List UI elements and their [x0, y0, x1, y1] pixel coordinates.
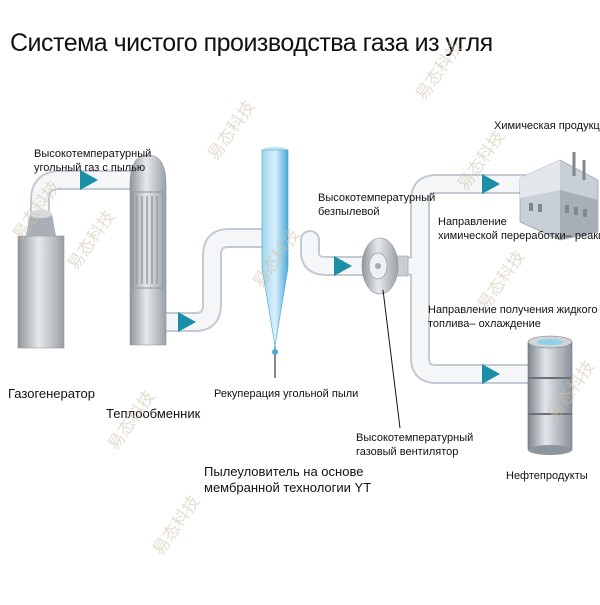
membrane-dust-collector	[261, 147, 289, 355]
heat-exchanger	[129, 154, 167, 346]
heat-exchanger-label: Теплообменник	[106, 406, 201, 421]
label-line: безпылевой	[318, 205, 380, 218]
flow-arrow-icon	[178, 312, 196, 332]
dust-recovery-label: Рекуперация угольной пыли	[214, 388, 359, 400]
fan-label: Высокотемпературный газовый вентилятор	[356, 432, 473, 460]
hot-dusty-gas-label: Высокотемпературный угольный газ с пылью	[34, 148, 151, 176]
diagram-title: Система чистого производства газа из угл…	[10, 29, 493, 57]
label-line: топлива– охлаждение	[428, 317, 541, 330]
label-line: Направление получения жидкого	[428, 304, 598, 316]
label-line: Пылеуловитель на основе	[204, 464, 364, 479]
label-line: Высокотемпературный	[34, 148, 152, 160]
gasifier-label: Газогенератор	[8, 386, 95, 401]
fuel-direction-label: Направление получения жидкого топлива– о…	[428, 304, 597, 332]
oil-drum	[527, 335, 573, 455]
chemical-direction-label: Направление химической переработки– реак…	[438, 216, 600, 244]
flow-arrow-icon	[482, 174, 500, 194]
flow-arrow-icon	[80, 170, 98, 190]
dust-collector-label: Пылеуловитель на основе мембранной техно…	[204, 464, 371, 497]
label-line: Направление	[438, 216, 507, 228]
hot-dustfree-gas-label: Высокотемпературный безпылевой	[318, 192, 435, 220]
label-line: Высокотемпературный	[356, 432, 474, 444]
gasifier	[17, 210, 65, 349]
oil-products-label: Нефтепродукты	[506, 470, 588, 482]
high-temp-fan	[361, 237, 409, 295]
flow-arrows	[80, 170, 500, 384]
pipe-network	[30, 170, 540, 384]
label-line: химической переработки– реакция	[438, 229, 600, 242]
flow-arrow-icon	[334, 256, 352, 276]
chemical-plant	[519, 152, 599, 241]
label-line: Высокотемпературный	[318, 192, 436, 204]
label-line: угольный газ с пылью	[34, 161, 146, 174]
flow-arrow-icon	[482, 364, 500, 384]
chemical-products-label: Химическая продукция	[494, 120, 600, 132]
leader-lines	[274, 289, 401, 429]
label-line: газовый вентилятор	[356, 445, 459, 458]
label-line: мембранной технологии YT	[204, 480, 372, 496]
